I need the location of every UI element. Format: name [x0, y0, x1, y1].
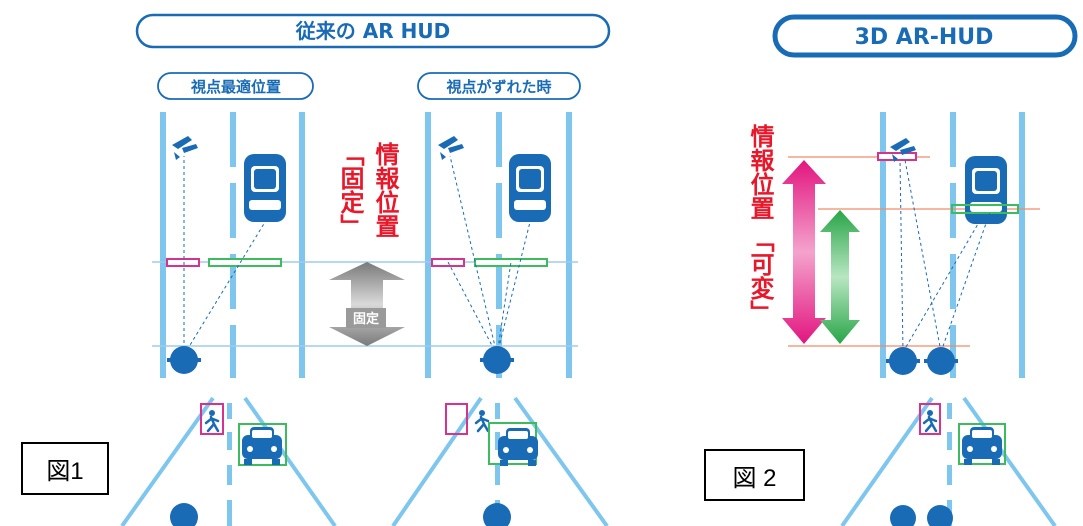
car-icon	[962, 427, 1002, 465]
fixed-arrow: 固定	[329, 262, 405, 346]
road-lanes-left	[160, 112, 305, 378]
hud-marker-car-shifted	[474, 258, 548, 267]
magenta-range-arrow	[782, 160, 826, 344]
car-frame-3d	[958, 423, 1006, 465]
pedestrian-icon	[474, 408, 490, 433]
drone-icon	[438, 136, 464, 160]
perspective-road-right	[840, 396, 1057, 526]
svg-text:情報位置: 情報位置	[371, 142, 399, 238]
right-title-pill	[772, 14, 1078, 58]
left-panel-title: 従来の AR HUD	[295, 19, 450, 43]
perspective-road-left	[120, 396, 337, 526]
car-icon	[498, 428, 538, 466]
car-frame	[238, 423, 287, 466]
view-shifted-pill	[417, 72, 581, 100]
car-icon	[509, 154, 551, 222]
pedestrian-frame-shifted	[445, 403, 468, 435]
eye-icon	[480, 346, 514, 374]
right-panel-title: 3D AR-HUD	[855, 25, 994, 50]
eye-icon	[886, 347, 920, 375]
view-optimal-pill	[157, 72, 314, 100]
car-icon	[244, 154, 286, 222]
hud-marker-car	[208, 258, 282, 267]
figure-2-label: 図 2	[704, 449, 805, 501]
view-shifted-label: 視点がずれた時	[445, 78, 551, 96]
right-panel: 3D AR-HUD 情報位置 「可変」	[746, 14, 1078, 526]
hud-marker-drone-3d	[877, 152, 917, 161]
pedestrian-frame-3d	[919, 403, 941, 435]
eye-icon	[170, 503, 198, 526]
left-panel: 従来の AR HUD 視点最適位置 視点がずれた時	[120, 13, 611, 526]
figure-1-label: 図1	[21, 442, 109, 495]
svg-text:「可変」: 「可変」	[746, 228, 774, 324]
pedestrian-frame	[200, 403, 224, 435]
perspective-road-shifted	[391, 396, 609, 526]
road-lanes-shifted	[425, 112, 572, 378]
hud-marker-drone	[166, 258, 200, 267]
fixed-badge: 固定	[353, 311, 379, 327]
variable-bracket-label: 「可変」	[746, 228, 774, 324]
view-optimal-label: 視点最適位置	[190, 78, 281, 96]
car-icon	[242, 427, 282, 465]
sightlines-shifted	[447, 155, 531, 356]
eye-icon	[927, 505, 953, 526]
drone-icon	[172, 136, 198, 160]
eye-icon	[483, 503, 511, 526]
info-position-label-left: 情報位置	[371, 142, 399, 238]
left-title-pill	[135, 13, 611, 49]
pedestrian-icon	[922, 408, 938, 433]
svg-text:情報位置: 情報位置	[746, 124, 774, 220]
eye-icon	[890, 505, 916, 526]
sightlines-optimal	[183, 156, 266, 356]
eye-icon	[167, 346, 201, 374]
pedestrian-icon	[204, 408, 220, 433]
hud-marker-car-3d	[951, 204, 1019, 214]
info-position-label-right: 情報位置	[746, 124, 774, 220]
sightlines-3d	[899, 159, 991, 353]
green-range-arrow	[820, 210, 860, 344]
svg-text:「固定」: 「固定」	[336, 142, 364, 238]
fixed-bracket-label: 「固定」	[336, 142, 364, 238]
